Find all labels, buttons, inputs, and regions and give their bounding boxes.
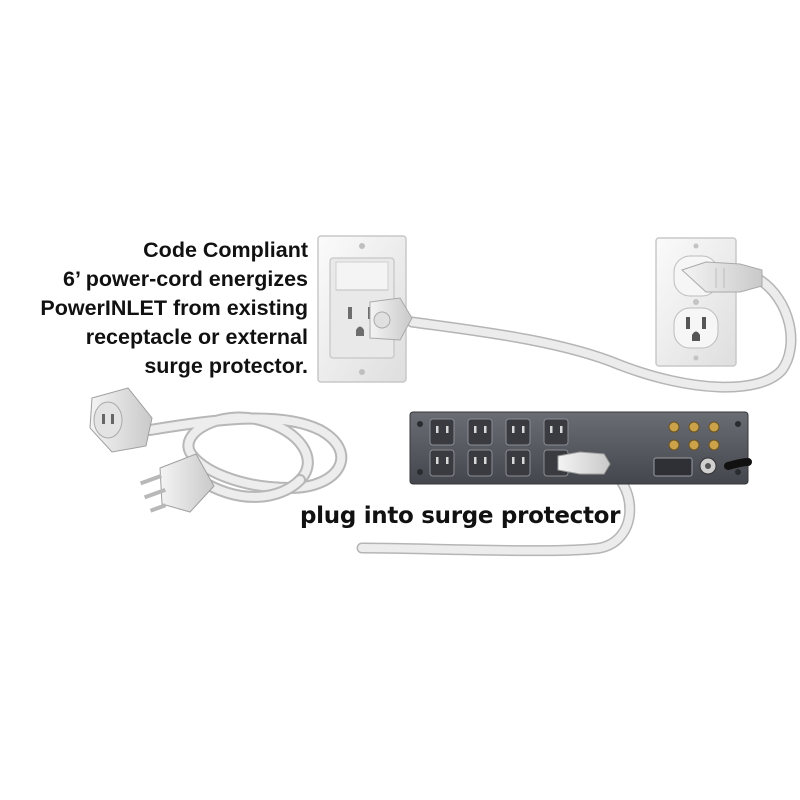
caption-line: 6’ power-cord energizes xyxy=(63,267,308,291)
cord-inlet-to-outlet xyxy=(406,274,797,393)
duplex-wall-outlet-icon xyxy=(655,237,763,367)
caption-line: Code Compliant xyxy=(143,238,308,262)
recessed-power-inlet-icon xyxy=(317,235,413,383)
cord-surge-protector xyxy=(356,456,636,557)
caption-line: PowerINLET from existing xyxy=(40,296,308,320)
surge-protector-icon xyxy=(409,411,752,485)
caption-text: Code Compliant 6’ power-cord energizes P… xyxy=(20,236,308,381)
caption-line: receptacle or external xyxy=(85,325,308,349)
sub-caption: plug into surge protector xyxy=(300,503,621,529)
power-cord-icon xyxy=(89,387,348,513)
caption-line: surge protector. xyxy=(144,354,308,378)
